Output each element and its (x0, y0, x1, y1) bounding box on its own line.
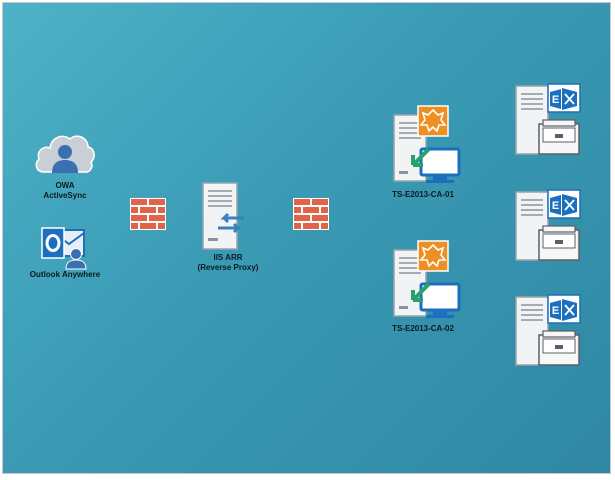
exchange-mailbox-server-icon: E (515, 82, 583, 158)
proxy-label-line-1: IIS ARR (213, 253, 243, 262)
cloud-user-icon (34, 128, 96, 178)
proxy-label-line-2: (Reverse Proxy) (197, 263, 259, 272)
svg-text:E: E (552, 200, 559, 212)
svg-text:E: E (552, 94, 559, 106)
owa-label-line-1: OWA (55, 181, 75, 190)
svg-text:E: E (552, 305, 559, 317)
owa-label: OWA ActiveSync (30, 181, 100, 201)
firewall-icon (130, 198, 166, 230)
outlook-anywhere-label: Outlook Anywhere (29, 270, 101, 279)
server-arrows-icon (200, 182, 246, 250)
exchange-mailbox-server-icon: E (515, 188, 583, 264)
proxy-label: IIS ARR (Reverse Proxy) (188, 253, 268, 273)
cas-01-label: TS-E2013-CA-01 (392, 190, 454, 199)
diagram-background (2, 2, 611, 474)
outlook-icon (40, 224, 90, 270)
exchange-mailbox-server-icon: E (515, 293, 583, 369)
owa-label-line-2: ActiveSync (43, 191, 87, 200)
exchange-cas-server-icon (393, 240, 461, 320)
cas-02-label: TS-E2013-CA-02 (392, 324, 454, 333)
firewall-icon (293, 198, 329, 230)
exchange-cas-server-icon (393, 105, 461, 185)
